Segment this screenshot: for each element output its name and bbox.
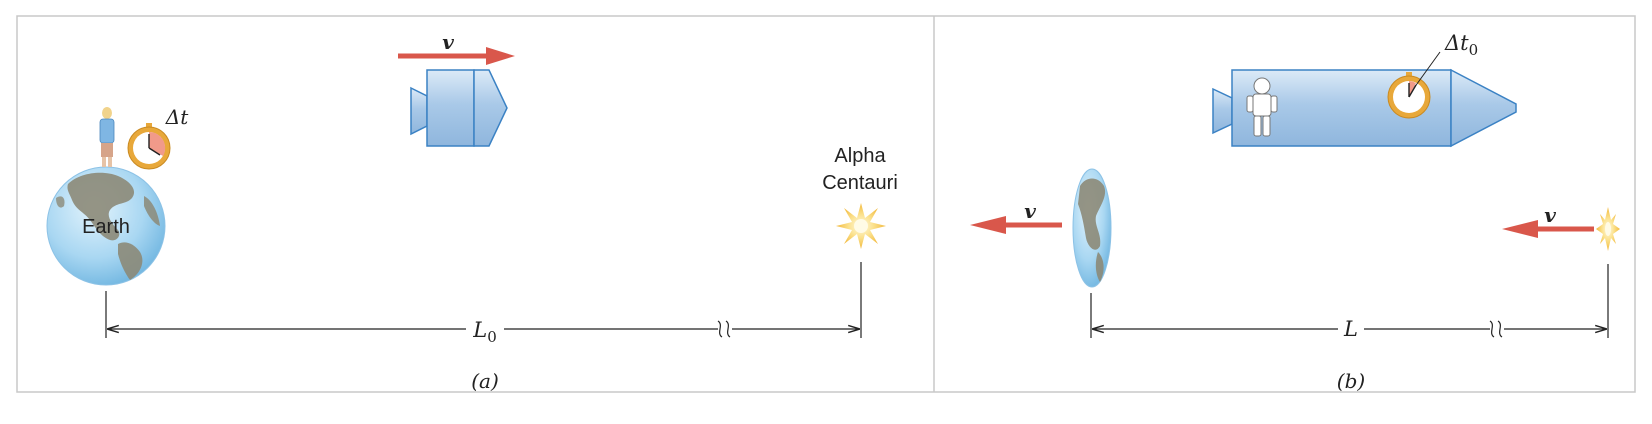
clock-subscript-b: 0 — [1469, 41, 1479, 59]
velocity-label-b-left: v — [1024, 199, 1036, 223]
velocity-arrow-b-right — [1502, 220, 1594, 238]
earth-label: Earth — [82, 216, 130, 238]
velocity-label-a: v — [442, 30, 454, 54]
velocity-arrow-a — [398, 47, 515, 65]
spaceship-short — [410, 69, 508, 147]
caption-a: (a) — [471, 369, 499, 393]
velocity-label-b-right: v — [1544, 203, 1556, 227]
distance-arrow-b — [1093, 320, 1606, 338]
caption-b: (b) — [1337, 369, 1365, 393]
stopwatch-earth — [127, 123, 171, 170]
distance-label-a: L0 — [472, 318, 497, 346]
earth-globe — [46, 166, 166, 286]
distance-arrow-a — [108, 320, 859, 338]
figure-frame — [16, 15, 1636, 393]
star-label-line2: Centauri — [822, 172, 898, 194]
distance-subscript-a: 0 — [487, 328, 497, 346]
observer-person — [99, 107, 115, 167]
alpha-centauri-star — [836, 203, 886, 249]
velocity-arrow-b-left — [970, 216, 1062, 234]
distance-label-b: L — [1343, 317, 1358, 341]
stopwatch-ship — [1387, 51, 1441, 119]
clock-label-b: Δt0 — [1444, 31, 1478, 59]
earth-contracted — [1072, 168, 1112, 288]
clock-symbol-b: Δt — [1444, 31, 1469, 55]
distance-symbol-a: L — [472, 318, 487, 342]
panel-a: v Earth — [46, 30, 898, 393]
clock-label-a: Δt — [165, 105, 189, 129]
star-label-line1: Alpha — [834, 145, 886, 167]
astronaut — [1246, 77, 1278, 137]
alpha-centauri-contracted — [1596, 207, 1620, 251]
panel-b: Δt0 v v — [970, 31, 1620, 393]
